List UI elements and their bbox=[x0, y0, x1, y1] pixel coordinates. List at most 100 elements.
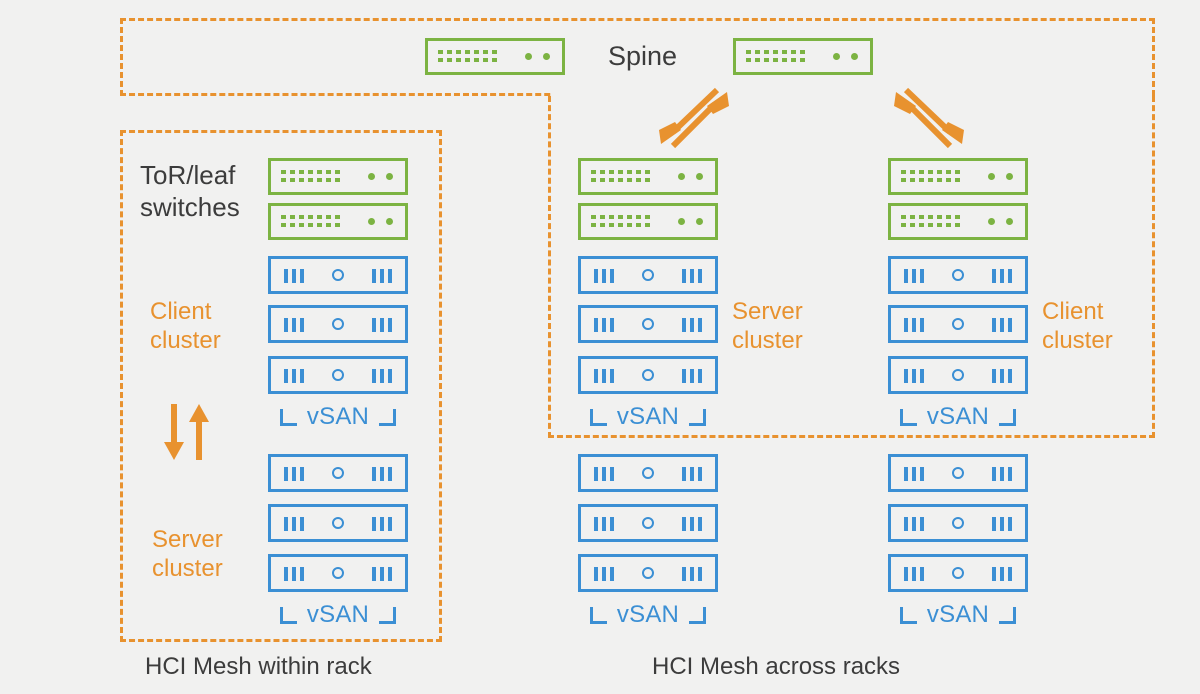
server-bars-icon bbox=[904, 369, 924, 383]
server-bars-icon bbox=[904, 467, 924, 481]
server-bars-icon bbox=[284, 269, 304, 283]
server-ring-icon bbox=[952, 369, 964, 381]
rack-left-client-vsan-label: vSAN bbox=[263, 400, 413, 434]
server-ring-icon bbox=[332, 269, 344, 281]
server-bars-icon bbox=[284, 318, 304, 332]
vsan-text: vSAN bbox=[926, 601, 990, 628]
server-ring-icon bbox=[952, 318, 964, 330]
server-bars-icon bbox=[372, 369, 392, 383]
server-bars-icon bbox=[594, 318, 614, 332]
rack-left-server-server-3[interactable] bbox=[268, 554, 408, 592]
rack-right-client-server-3[interactable] bbox=[888, 356, 1028, 394]
switch-port-grid-icon bbox=[591, 215, 651, 228]
rack-left-server-server-2[interactable] bbox=[268, 504, 408, 542]
rack-left-client-server-3[interactable] bbox=[268, 356, 408, 394]
switch-port-grid-icon bbox=[901, 170, 961, 183]
switch-port-grid-icon bbox=[901, 215, 961, 228]
rack-middle-leaf-switch-1[interactable] bbox=[578, 158, 718, 195]
region-seam-mask bbox=[551, 90, 1152, 102]
server-bars-icon bbox=[372, 318, 392, 332]
rack-right-lower-server-3[interactable] bbox=[888, 554, 1028, 592]
server-bars-icon bbox=[682, 369, 702, 383]
switch-port-grid-icon bbox=[281, 215, 341, 228]
server-ring-icon bbox=[642, 517, 654, 529]
server-bars-icon bbox=[992, 318, 1012, 332]
switch-led-icon bbox=[833, 53, 858, 60]
bracket-left-icon bbox=[899, 606, 917, 624]
rack-middle-lower-server-1[interactable] bbox=[578, 454, 718, 492]
server-bars-icon bbox=[904, 517, 924, 531]
server-bars-icon bbox=[372, 269, 392, 283]
rack-right-client-server-1[interactable] bbox=[888, 256, 1028, 294]
server-ring-icon bbox=[952, 467, 964, 479]
rack-left-server-vsan-label: vSAN bbox=[263, 598, 413, 632]
bracket-right-icon bbox=[379, 408, 397, 426]
server-ring-icon bbox=[642, 369, 654, 381]
server-bars-icon bbox=[682, 318, 702, 332]
rack-right-leaf-switch-1[interactable] bbox=[888, 158, 1028, 195]
bracket-left-icon bbox=[279, 606, 297, 624]
vsan-text: vSAN bbox=[306, 403, 370, 430]
server-bars-icon bbox=[372, 467, 392, 481]
switch-led-icon bbox=[678, 218, 703, 225]
rack-left-leaf-switch-2[interactable] bbox=[268, 203, 408, 240]
spine-switch-2[interactable] bbox=[733, 38, 873, 75]
server-bars-icon bbox=[594, 269, 614, 283]
server-ring-icon bbox=[332, 369, 344, 381]
rack-right-client-server-2[interactable] bbox=[888, 305, 1028, 343]
bracket-right-icon bbox=[689, 606, 707, 624]
arrow-spine-to-leaf-right bbox=[888, 87, 968, 150]
rack-right-leaf-switch-2[interactable] bbox=[888, 203, 1028, 240]
server-bars-icon bbox=[992, 369, 1012, 383]
rack-middle-server-2[interactable] bbox=[578, 305, 718, 343]
rack-right-client-cluster-label: Client cluster bbox=[1042, 298, 1113, 355]
bracket-right-icon bbox=[379, 606, 397, 624]
switch-led-icon bbox=[368, 218, 393, 225]
bracket-left-icon bbox=[279, 408, 297, 426]
rack-left-server-server-1[interactable] bbox=[268, 454, 408, 492]
server-bars-icon bbox=[904, 567, 924, 581]
server-ring-icon bbox=[952, 269, 964, 281]
bracket-right-icon bbox=[999, 606, 1017, 624]
server-ring-icon bbox=[332, 467, 344, 479]
switch-port-grid-icon bbox=[438, 50, 498, 63]
server-bars-icon bbox=[992, 269, 1012, 283]
rack-right-lower-server-2[interactable] bbox=[888, 504, 1028, 542]
server-bars-icon bbox=[284, 369, 304, 383]
server-bars-icon bbox=[904, 269, 924, 283]
server-ring-icon bbox=[332, 318, 344, 330]
rack-middle-lower-server-3[interactable] bbox=[578, 554, 718, 592]
server-bars-icon bbox=[284, 467, 304, 481]
bracket-right-icon bbox=[999, 408, 1017, 426]
rack-right-vsan-label-top: vSAN bbox=[883, 400, 1033, 434]
switch-led-icon bbox=[988, 218, 1013, 225]
rack-right-vsan-label-bottom: vSAN bbox=[883, 598, 1033, 632]
bracket-left-icon bbox=[589, 408, 607, 426]
rack-left-leaf-switch-1[interactable] bbox=[268, 158, 408, 195]
vsan-text: vSAN bbox=[926, 403, 990, 430]
vsan-text: vSAN bbox=[616, 403, 680, 430]
server-bars-icon bbox=[682, 269, 702, 283]
arrow-spine-to-leaf-left bbox=[655, 87, 735, 150]
caption-hci-mesh-within-rack: HCI Mesh within rack bbox=[145, 653, 372, 680]
rack-right-lower-server-1[interactable] bbox=[888, 454, 1028, 492]
server-ring-icon bbox=[642, 467, 654, 479]
server-ring-icon bbox=[952, 567, 964, 579]
rack-middle-server-1[interactable] bbox=[578, 256, 718, 294]
rack-left-client-server-1[interactable] bbox=[268, 256, 408, 294]
vsan-text: vSAN bbox=[616, 601, 680, 628]
server-bars-icon bbox=[682, 567, 702, 581]
switch-port-grid-icon bbox=[281, 170, 341, 183]
rack-middle-leaf-switch-2[interactable] bbox=[578, 203, 718, 240]
switch-led-icon bbox=[988, 173, 1013, 180]
server-bars-icon bbox=[594, 369, 614, 383]
rack-left-client-server-2[interactable] bbox=[268, 305, 408, 343]
rack-left-client-cluster-label: Client cluster bbox=[150, 298, 221, 355]
server-bars-icon bbox=[992, 567, 1012, 581]
rack-middle-lower-server-2[interactable] bbox=[578, 504, 718, 542]
bracket-right-icon bbox=[689, 408, 707, 426]
spine-switch-1[interactable] bbox=[425, 38, 565, 75]
bracket-left-icon bbox=[589, 606, 607, 624]
rack-middle-server-3[interactable] bbox=[578, 356, 718, 394]
switch-port-grid-icon bbox=[591, 170, 651, 183]
